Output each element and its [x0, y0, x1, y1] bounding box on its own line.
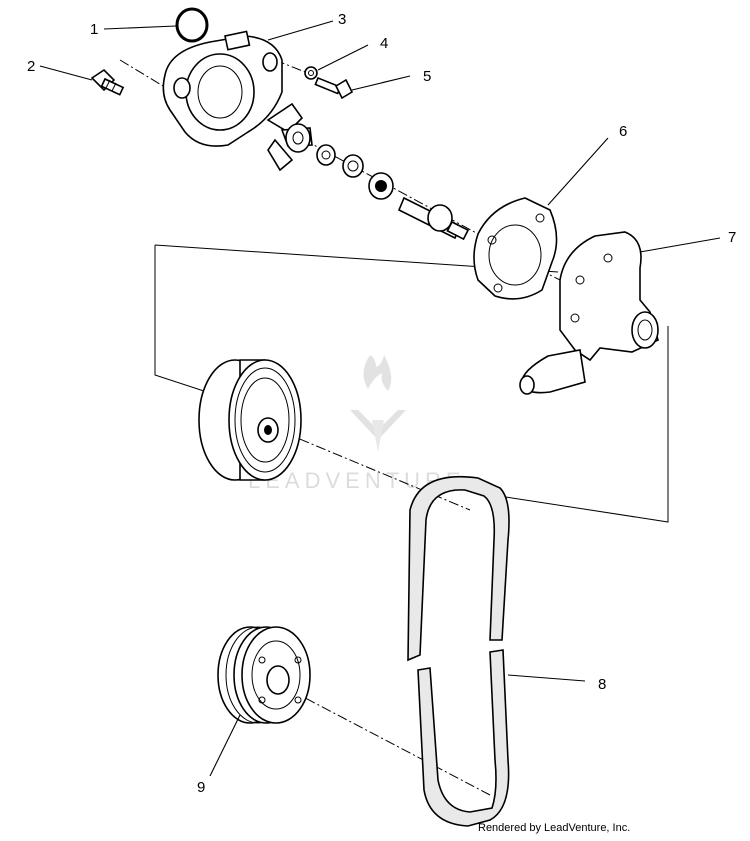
callout-5: 5: [423, 68, 431, 85]
leader-lines: [39, 20, 721, 777]
bolt-part: [314, 76, 354, 100]
callout-8: 8: [598, 676, 606, 693]
gasket-part: [473, 197, 558, 300]
fitting-part: [90, 68, 125, 96]
callout-9: 9: [197, 779, 205, 796]
credit-text: Rendered by LeadVenture, Inc.: [478, 822, 631, 834]
pump-housing-part: [519, 231, 659, 395]
callout-6: 6: [619, 123, 627, 140]
lower-pulley: [217, 626, 311, 724]
pump-cover-part: [162, 30, 283, 147]
upper-pulley: [198, 359, 302, 481]
impeller-part: [266, 102, 313, 172]
o-ring-part: [175, 7, 209, 43]
belt-part: [407, 475, 510, 827]
washer-part: [304, 66, 318, 80]
seal-stack: [316, 144, 394, 200]
callout-labels: 1 2 3 4 5 6 7 8 9: [27, 11, 736, 796]
callout-4: 4: [380, 35, 388, 52]
callout-2: 2: [27, 58, 35, 75]
callout-7: 7: [728, 229, 736, 246]
callout-3: 3: [338, 11, 346, 28]
callout-1: 1: [90, 21, 98, 38]
pump-shaft: [397, 196, 470, 241]
